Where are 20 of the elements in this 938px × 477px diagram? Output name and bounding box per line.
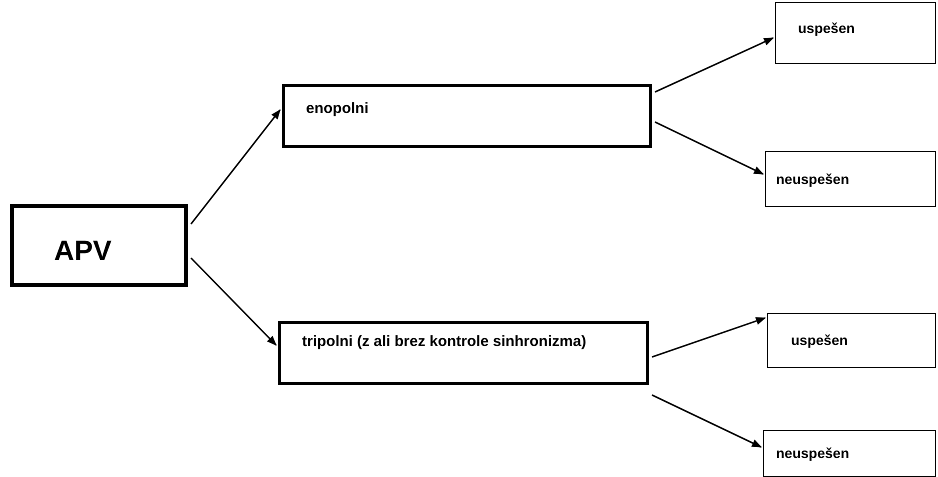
arrow [190, 257, 277, 346]
arrow [190, 109, 281, 224]
process-box [765, 151, 936, 207]
arrow [652, 317, 766, 358]
node-label: enopolni [306, 99, 370, 119]
arrow [654, 37, 774, 93]
node-label: neuspešen [776, 444, 850, 463]
node-label: tripolni (z ali brez kontrole sinhronizma) [302, 332, 588, 352]
process-box [278, 321, 649, 385]
process-box [763, 430, 936, 477]
node-label: uspešen [798, 19, 856, 38]
process-box [282, 84, 652, 148]
process-box [775, 2, 936, 64]
process-box [10, 204, 188, 287]
node-label: neuspešen [776, 170, 850, 189]
node-label: uspešen [791, 331, 849, 350]
process-box [767, 313, 936, 368]
arrow [654, 121, 764, 175]
arrow [652, 394, 762, 448]
node-label: APV [54, 234, 113, 268]
